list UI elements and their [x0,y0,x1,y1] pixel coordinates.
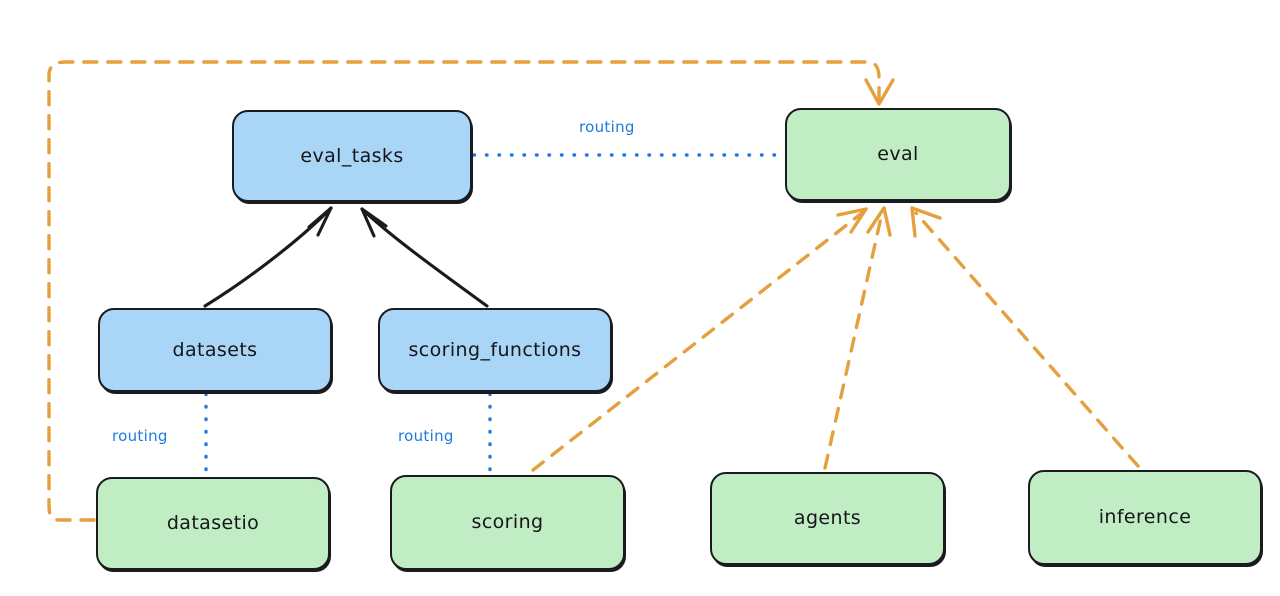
edge-agents-to-eval [823,206,892,470]
node-label-scoring-functions: scoring_functions [408,338,582,361]
edge-label-routing-scoring: routing [398,427,454,445]
node-scoring[interactable]: scoring [390,475,625,570]
node-eval[interactable]: eval [785,108,1011,201]
node-eval-tasks[interactable]: eval_tasks [232,110,472,202]
edge-inference-to-eval [910,206,1140,468]
node-label-datasets: datasets [172,338,258,361]
node-label-datasetio: datasetio [166,512,260,535]
node-label-eval: eval [877,143,919,166]
node-datasetio[interactable]: datasetio [96,477,330,570]
node-inference[interactable]: inference [1028,470,1262,565]
node-label-scoring: scoring [471,511,544,534]
node-label-eval-tasks: eval_tasks [300,144,404,167]
node-label-inference: inference [1098,506,1192,529]
edge-scoring_functions-to-eval_tasks [360,207,489,308]
node-label-agents: agents [793,507,862,530]
node-agents[interactable]: agents [710,472,945,565]
node-scoring-functions[interactable]: scoring_functions [378,308,612,392]
edge-label-routing-eval: routing [579,118,635,136]
edge-label-routing-datasets: routing [112,427,168,445]
edge-datasets-to-eval_tasks [203,206,333,308]
node-datasets[interactable]: datasets [98,308,332,392]
